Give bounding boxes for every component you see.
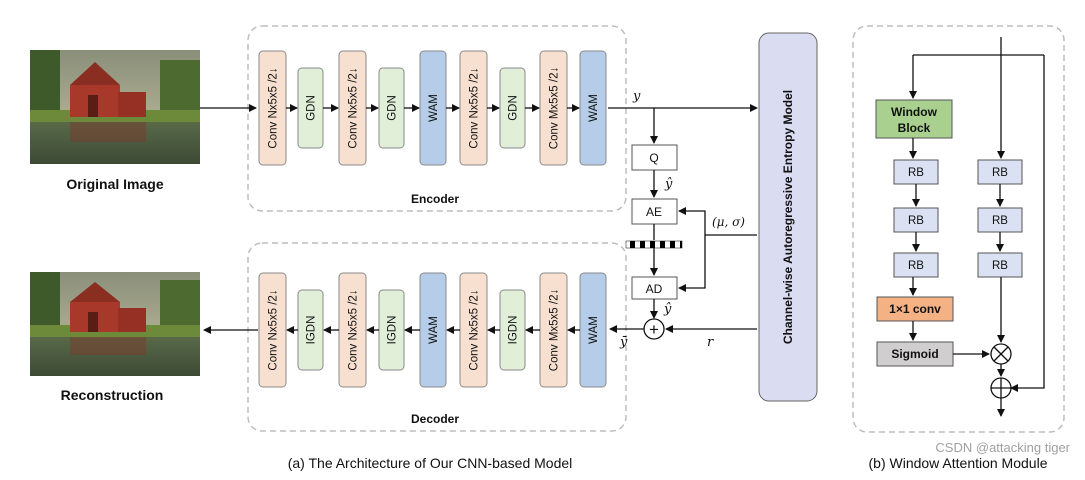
decoder-blocks: Conv Nx5x5 /2↓ IGDN Conv Nx5x5 /2↓ IGDN WAM C… [258,272,607,388]
sigmoid-box [876,341,954,367]
encoder-block-label-1: Conv Nx5x5 /2↓ [268,67,280,148]
rb-right-3 [977,252,1023,278]
encoder-block-label-7: GDN [508,95,520,121]
wam-rb-blocks: RB RB RB RB RB RB [893,159,1023,278]
residual-arrow [1010,55,1045,392]
ae-label: AE [646,205,662,219]
r-label: r [707,335,714,350]
original-image [30,50,200,164]
decoder-block-label-8: Conv Mx5x5 /2↓ [549,289,561,371]
entropy-model-box [758,32,818,402]
decoder-block-label-1: Conv Nx5x5 /2↓ [268,289,280,370]
rb-left-label-2: RB [908,215,924,227]
decoder-label: Decoder [411,412,459,426]
decoder-frame [247,242,627,432]
rb-left-1 [893,159,939,185]
multiply-x-2 [993,346,1009,362]
decoder-block-label-3: Conv Nx5x5 /2↓ [348,289,360,370]
watermark: CSDN @attacking tiger [935,440,1070,455]
rb-left-label-3: RB [908,260,924,272]
y-bar-label: ȳ [619,335,628,350]
decoder-block-label-5: WAM [428,316,440,344]
ae-box [631,198,678,225]
decoder-block-label-7: IGDN [508,316,520,345]
encoder-block-label-5: WAM [428,94,440,122]
decoder-block-label-2: IGDN [306,316,318,345]
encoder-blocks: Conv Nx5x5 /2↓ GDN Conv Nx5x5 /2↓ GDN WAM Con… [258,50,607,166]
conv1x1-label: 1×1 conv [889,302,941,316]
y-hat-label-1: ŷ [664,177,673,192]
rb-right-label-2: RB [992,215,1008,227]
original-image-caption: Original Image [66,176,163,192]
decoder-block-label-9: WAM [588,316,600,344]
rb-right-label-3: RB [992,260,1008,272]
y-label: y [632,89,641,104]
conv1x1-box [876,296,954,322]
encoder-block-9 [579,50,607,166]
q-label: Q [649,151,658,165]
y-hat-label-2: ŷ [663,302,672,317]
encoder-label: Encoder [411,192,459,206]
caption-a: (a) The Architecture of Our CNN-based Mo… [288,455,573,471]
reconstruction-caption: Reconstruction [61,387,164,403]
rb-right-2 [977,207,1023,233]
wam-frame [852,25,1065,433]
encoder-block-label-2: GDN [306,95,318,121]
encoder-frame [247,25,627,212]
bitstream [625,240,683,249]
params-to-ae-arrow [678,207,706,235]
rb-left-2 [893,207,939,233]
add-node-symbol: + [649,320,659,339]
encoder-block-label-3: Conv Nx5x5 /2↓ [348,67,360,148]
caption-b: (b) Window Attention Module [869,455,1048,471]
q-box [631,144,678,171]
entropy-model-label: Channel-wise Autoregressive Entropy Mode… [781,90,795,344]
window-block-line1: Window [891,105,938,119]
window-block [875,99,953,139]
encoder-block-label-6: Conv Nx5x5 /2↓ [469,67,481,148]
rb-right-1 [977,159,1023,185]
sigmoid-label: Sigmoid [891,347,938,361]
params-label: (μ, σ) [712,215,745,229]
encoder-block-label-8: Conv Mx5x5 /2↓ [549,67,561,149]
rb-right-label-1: RB [992,167,1008,179]
encoder-block-label-9: WAM [588,94,600,122]
rb-left-3 [893,252,939,278]
encoder-block-label-4: GDN [387,95,399,121]
window-block-line2: Block [898,121,931,135]
reconstruction-image [30,272,200,376]
rb-left-label-1: RB [908,167,924,179]
decoder-block-label-4: IGDN [387,316,399,345]
params-to-ad-arrow [678,235,706,292]
ad-label: AD [646,282,663,296]
decoder-block-label-6: Conv Nx5x5 /2↓ [469,289,481,370]
